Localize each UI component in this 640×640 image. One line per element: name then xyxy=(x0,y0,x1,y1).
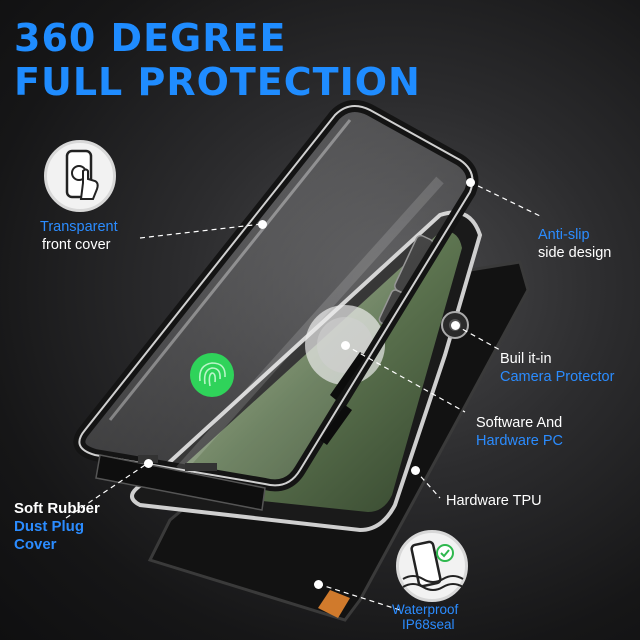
callout-dot-anti-slip xyxy=(466,178,475,187)
fingerprint-icon xyxy=(190,353,234,397)
anti-slip-line2: side design xyxy=(538,245,612,261)
callout-front-cover: Transparent front cover xyxy=(40,218,118,254)
pc-line1: Software And xyxy=(476,415,563,431)
camera-line2: Camera Protector xyxy=(500,369,615,385)
callout-dot-dust-plug xyxy=(144,459,153,468)
callout-dot-waterproof xyxy=(314,580,323,589)
callout-dot-pc xyxy=(341,341,350,350)
callout-waterproof: Waterproof IP68seal xyxy=(392,602,458,632)
front-cover-line2: front cover xyxy=(42,237,111,253)
camera-line1: Buil it-in xyxy=(500,351,552,367)
callout-pc: Software And Hardware PC xyxy=(476,414,563,450)
callout-anti-slip: Anti-slip side design xyxy=(538,226,611,262)
waterproof-line2: IP68seal xyxy=(402,617,455,632)
callout-dot-camera xyxy=(451,321,460,330)
headline-line-1: 360 DEGREE xyxy=(14,16,287,60)
dust-plug-line2: Dust Plug xyxy=(14,518,84,535)
front-cover-line1: Transparent xyxy=(40,219,118,235)
callout-dust-plug: Soft Rubber Dust Plug Cover xyxy=(14,500,100,554)
pc-line2: Hardware PC xyxy=(476,433,564,449)
callout-tpu: Hardware TPU xyxy=(446,492,542,510)
dust-plug-line1: Soft Rubber xyxy=(14,500,100,517)
front-cover xyxy=(73,100,479,492)
tpu-line1: Hardware TPU xyxy=(446,493,542,509)
leader-lines xyxy=(65,181,541,611)
anti-slip-line1: Anti-slip xyxy=(538,227,590,243)
callout-camera: Buil it-in Camera Protector xyxy=(500,350,614,386)
callout-dot-tpu xyxy=(411,466,420,475)
waterproof-line1: Waterproof xyxy=(392,602,459,617)
headline-line-2: FULL PROTECTION xyxy=(14,60,421,104)
callout-dot-front-cover xyxy=(258,220,267,229)
touch-hand-icon xyxy=(44,140,116,212)
waterproof-phone-icon xyxy=(396,530,468,602)
dust-plug-line3: Cover xyxy=(14,536,57,553)
